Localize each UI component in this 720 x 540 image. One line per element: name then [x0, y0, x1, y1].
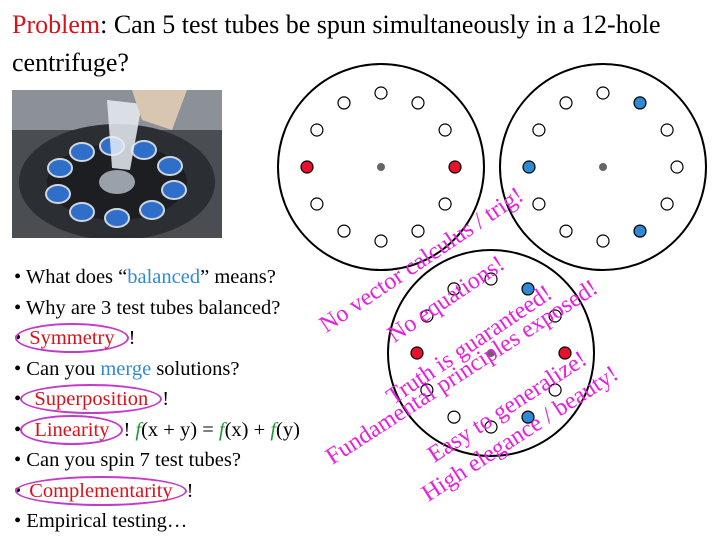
bullet-text: solutions? [151, 357, 240, 380]
tube-slot-empty [596, 86, 610, 100]
centrifuge-hub [599, 163, 607, 171]
bullet-item: • Empirical testing… [14, 506, 300, 537]
tube-slot-filled-blue [633, 96, 647, 110]
circled-keyword: Superposition [20, 384, 163, 414]
tube-slot-empty [411, 224, 425, 238]
bullet-item: • Why are 3 test tubes balanced? [14, 293, 300, 324]
bullet-text: ! [128, 327, 136, 349]
tube-slot-filled-red [448, 160, 462, 174]
bullet-item: • What does “balanced” means? [14, 262, 300, 293]
tube-slot-empty [374, 234, 388, 248]
tube-slot-empty [532, 197, 546, 211]
circled-keyword: Linearity [20, 414, 124, 445]
tube-slot-empty [532, 123, 546, 137]
bullet-text: • Empirical testing… [14, 510, 188, 532]
tube-slot-empty [374, 86, 388, 100]
tube-slot-empty [559, 224, 573, 238]
bullet-text: • [14, 418, 27, 441]
bullet-item: •Symmetry! [14, 323, 300, 354]
tube-slot-empty [310, 123, 324, 137]
tube-slot-filled-blue [522, 160, 536, 174]
bullet-text: merge [100, 357, 152, 380]
tube-slot-filled-red [410, 346, 424, 360]
bullet-item: • Linearity! f(x + y) = f(x) + f(y) [14, 414, 300, 446]
tube-slot-empty [438, 197, 452, 211]
bullet-text: balanced [127, 266, 201, 288]
bullet-text: f [270, 418, 277, 441]
bullet-text: • [14, 388, 27, 410]
centrifuge-photo [12, 90, 222, 238]
bullet-text: (x + y) = [141, 418, 219, 441]
tube-slot-empty [411, 96, 425, 110]
tube-slot-empty [447, 410, 461, 424]
bullet-list: • What does “balanced” means? • Why are 3… [14, 262, 300, 537]
tube-slot-empty [337, 224, 351, 238]
bullet-text: ” means? [200, 266, 276, 288]
tube-slot-empty [660, 123, 674, 137]
tube-slot-empty [660, 197, 674, 211]
tube-slot-empty [670, 160, 684, 174]
bullet-text: ! [123, 418, 136, 441]
bullet-text: • [14, 479, 22, 502]
centrifuge-rim [499, 63, 707, 271]
bullet-item: •Complementarity! [14, 475, 300, 507]
bullet-item: • Can you merge solutions? [14, 354, 300, 385]
bullet-text: ! [186, 479, 194, 502]
title-text: : Can 5 test tubes be spun simultaneousl… [12, 10, 661, 77]
bullet-item: • Can you spin 7 test tubes? [14, 445, 300, 476]
centrifuge-hub [377, 163, 385, 171]
bullet-text: • [14, 327, 22, 349]
bullet-text: (x) + [224, 418, 271, 441]
bullet-text: • What does “ [14, 266, 128, 288]
tube-slot-empty [337, 96, 351, 110]
circled-keyword: Symmetry [15, 323, 129, 353]
centrifuge-2 [499, 63, 707, 271]
bullet-text: ! [162, 388, 170, 410]
tube-slot-empty [559, 96, 573, 110]
bullet-text: • Can you spin 7 test tubes? [14, 449, 241, 471]
circled-keyword: Complementarity [15, 475, 187, 506]
slide-title: Problem: Can 5 test tubes be spun simult… [12, 6, 712, 82]
bullet-text: • Can you [14, 357, 101, 380]
tube-slot-empty [438, 123, 452, 137]
bullet-item: • Superposition! [14, 384, 300, 415]
bullet-text: • Why are 3 test tubes balanced? [14, 296, 281, 319]
bullet-text: f [218, 418, 225, 441]
title-keyword: Problem [12, 10, 101, 39]
tube-slot-filled-red [300, 160, 314, 174]
bullet-text: (y) [276, 418, 300, 441]
tube-slot-empty [596, 234, 610, 248]
tube-slot-filled-blue [633, 224, 647, 238]
tube-slot-empty [310, 197, 324, 211]
bullet-text: f [135, 418, 142, 441]
